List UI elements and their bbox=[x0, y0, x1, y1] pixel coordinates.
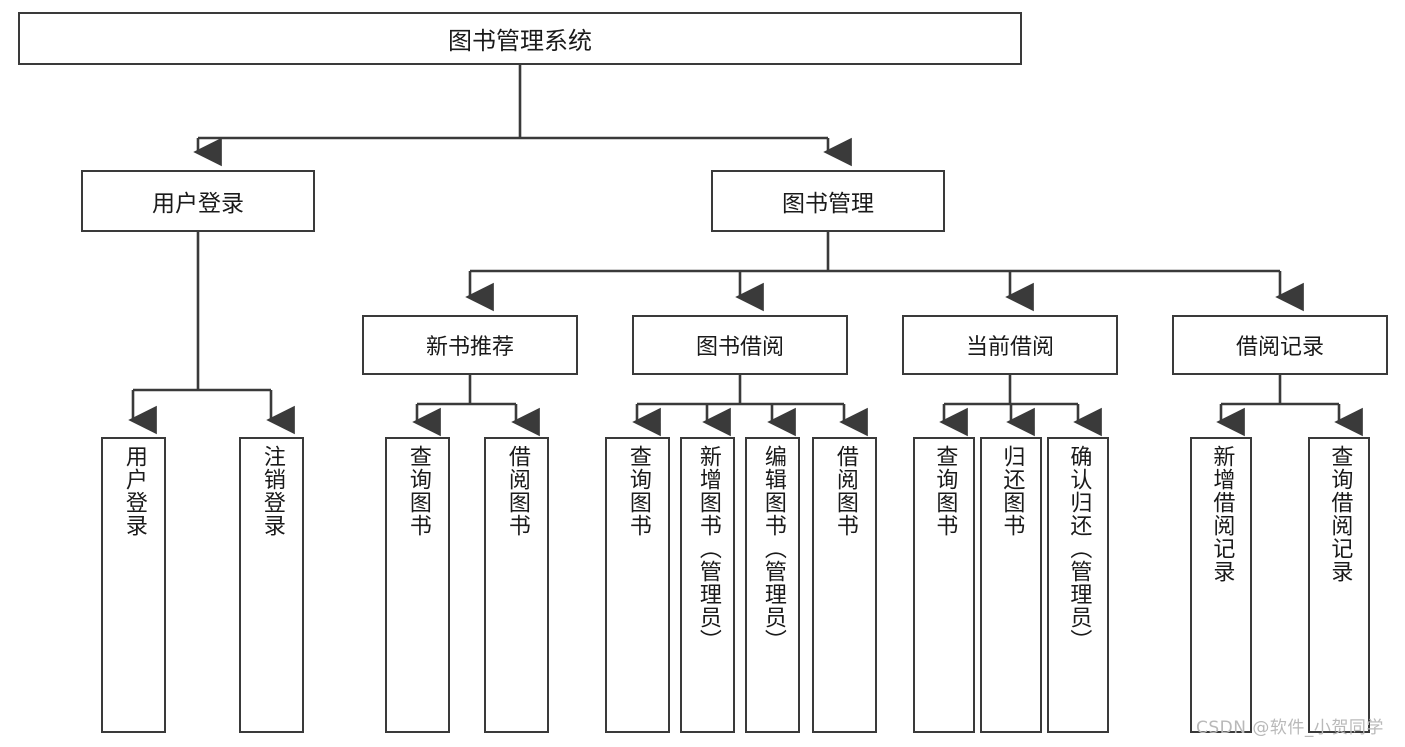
node-borrow-record-label: 借阅记录 bbox=[1235, 335, 1324, 360]
node-book-borrow-label: 图书借阅 bbox=[695, 335, 784, 360]
node-user-login-label: 用户登录 bbox=[152, 191, 244, 217]
node-leaf-logout-login-label: 注销登录 bbox=[259, 445, 285, 537]
node-leaf-confirm-return-label: 确认归还（管理员） bbox=[1066, 445, 1092, 652]
node-leaf-query-book-2[interactable]: 查询图书 bbox=[605, 437, 670, 733]
node-book-borrow[interactable]: 图书借阅 bbox=[632, 315, 848, 375]
node-leaf-logout-login[interactable]: 注销登录 bbox=[239, 437, 304, 733]
node-leaf-query-record-label: 查询借阅记录 bbox=[1327, 445, 1353, 583]
node-current-borrow[interactable]: 当前借阅 bbox=[902, 315, 1118, 375]
node-root[interactable]: 图书管理系统 bbox=[18, 12, 1022, 65]
node-book-manage-label: 图书管理 bbox=[782, 191, 874, 217]
node-user-login[interactable]: 用户登录 bbox=[81, 170, 315, 232]
node-leaf-user-login[interactable]: 用户登录 bbox=[101, 437, 166, 733]
node-current-borrow-label: 当前借阅 bbox=[965, 335, 1054, 360]
node-leaf-edit-book-label: 编辑图书（管理员） bbox=[760, 445, 786, 652]
node-leaf-edit-book[interactable]: 编辑图书（管理员） bbox=[745, 437, 800, 733]
node-leaf-query-book-3-label: 查询图书 bbox=[932, 445, 958, 537]
node-leaf-query-book-3[interactable]: 查询图书 bbox=[913, 437, 975, 733]
csdn-watermark: CSDN @软件_小贺同学 bbox=[1196, 718, 1384, 738]
node-leaf-return-book-label: 归还图书 bbox=[999, 445, 1025, 537]
node-leaf-query-book-1-label: 查询图书 bbox=[405, 445, 431, 537]
node-leaf-query-book-1[interactable]: 查询图书 bbox=[385, 437, 450, 733]
node-book-manage[interactable]: 图书管理 bbox=[711, 170, 945, 232]
node-leaf-return-book[interactable]: 归还图书 bbox=[980, 437, 1042, 733]
node-leaf-user-login-label: 用户登录 bbox=[121, 445, 147, 537]
node-leaf-query-book-2-label: 查询图书 bbox=[625, 445, 651, 537]
node-root-label: 图书管理系统 bbox=[448, 27, 592, 55]
node-leaf-add-book[interactable]: 新增图书（管理员） bbox=[680, 437, 735, 733]
node-leaf-add-record[interactable]: 新增借阅记录 bbox=[1190, 437, 1252, 733]
node-leaf-borrow-book-1-label: 借阅图书 bbox=[504, 445, 530, 537]
node-leaf-borrow-book-2-label: 借阅图书 bbox=[832, 445, 858, 537]
node-new-book-recommend-label: 新书推荐 bbox=[425, 335, 514, 360]
node-leaf-query-record[interactable]: 查询借阅记录 bbox=[1308, 437, 1370, 733]
node-leaf-borrow-book-1[interactable]: 借阅图书 bbox=[484, 437, 549, 733]
node-leaf-confirm-return[interactable]: 确认归还（管理员） bbox=[1047, 437, 1109, 733]
node-leaf-add-book-label: 新增图书（管理员） bbox=[695, 445, 721, 652]
node-new-book-recommend[interactable]: 新书推荐 bbox=[362, 315, 578, 375]
node-leaf-borrow-book-2[interactable]: 借阅图书 bbox=[812, 437, 877, 733]
node-leaf-add-record-label: 新增借阅记录 bbox=[1209, 445, 1235, 583]
node-borrow-record[interactable]: 借阅记录 bbox=[1172, 315, 1388, 375]
